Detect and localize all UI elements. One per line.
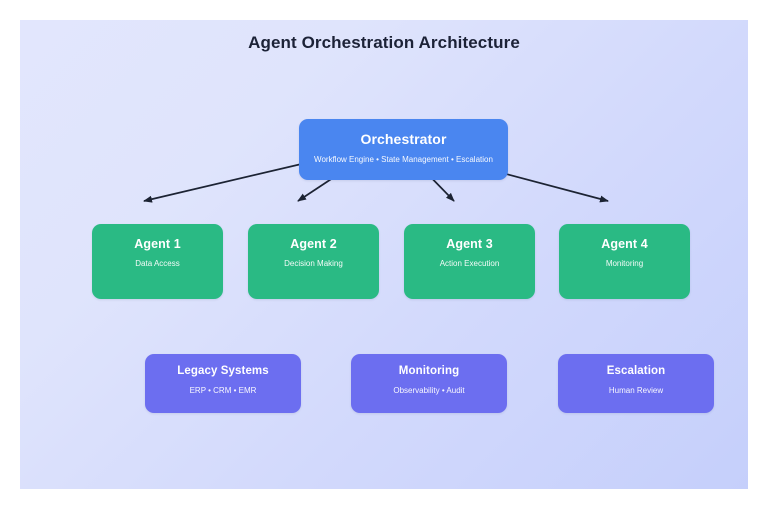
edge-orchestrator-to-agent-1 [143, 161, 311, 203]
node-orchestrator[interactable]: Orchestrator Workflow Engine • State Man… [299, 119, 508, 180]
node-agent-4-title: Agent 4 [601, 237, 648, 251]
node-monitoring-subtitle: Observability • Audit [393, 385, 465, 395]
node-agent-3[interactable]: Agent 3 Action Execution [404, 224, 535, 299]
node-monitoring[interactable]: Monitoring Observability • Audit [351, 354, 507, 413]
node-monitoring-title: Monitoring [398, 365, 460, 377]
node-agent-2-subtitle: Decision Making [284, 259, 343, 268]
node-agent-3-subtitle: Action Execution [439, 259, 500, 268]
node-agent-4[interactable]: Agent 4 Monitoring [559, 224, 690, 299]
node-orchestrator-title: Orchestrator [360, 131, 447, 147]
node-agent-1[interactable]: Agent 1 Data Access [92, 224, 223, 299]
node-legacy-systems[interactable]: Legacy Systems ERP • CRM • EMR [145, 354, 301, 413]
node-agent-2[interactable]: Agent 2 Decision Making [248, 224, 379, 299]
diagram-title: Agent Orchestration Architecture [248, 33, 520, 52]
node-agent-2-title: Agent 2 [290, 237, 337, 251]
node-escalation-subtitle: Human Review [608, 385, 664, 395]
node-orchestrator-subtitle: Workflow Engine • State Management • Esc… [314, 154, 493, 164]
diagram-canvas: Agent Orchestration Architecture Orchest… [20, 20, 748, 489]
node-escalation-title: Escalation [606, 365, 666, 377]
node-legacy-systems-title: Legacy Systems [177, 365, 269, 377]
node-agent-4-subtitle: Monitoring [605, 259, 644, 268]
node-agent-1-subtitle: Data Access [135, 259, 180, 268]
node-agent-3-title: Agent 3 [446, 237, 493, 251]
node-escalation[interactable]: Escalation Human Review [558, 354, 714, 413]
node-agent-1-title: Agent 1 [134, 237, 181, 251]
node-legacy-systems-subtitle: ERP • CRM • EMR [189, 385, 257, 395]
